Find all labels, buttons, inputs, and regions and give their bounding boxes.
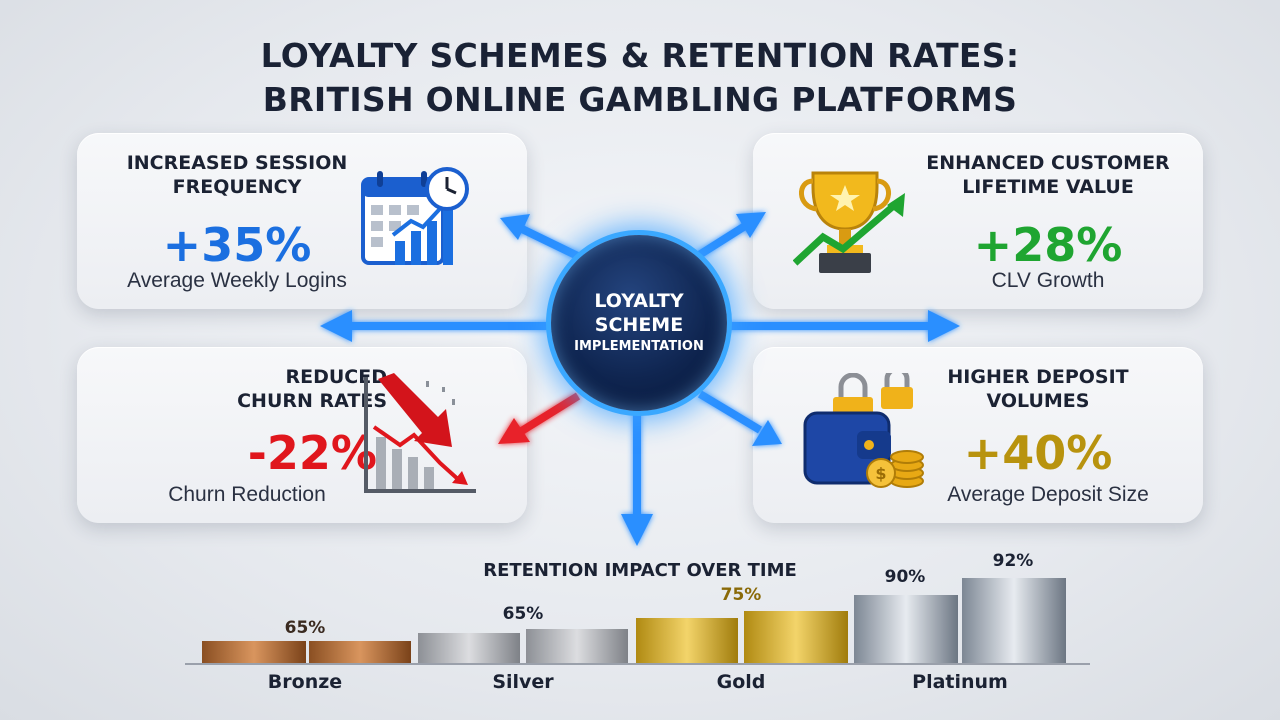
arrow-right xyxy=(727,310,960,342)
card-deposit-subtitle: Average Deposit Size xyxy=(947,483,1149,506)
hub-line-3: IMPLEMENTATION xyxy=(574,339,704,354)
card-session-frequency: INCREASED SESSION FREQUENCY +35% Average… xyxy=(77,133,527,309)
bar-value-label: 65% xyxy=(284,618,326,638)
title-line-2: BRITISH ONLINE GAMBLING PLATFORMS xyxy=(262,80,1018,119)
card-deposit-head-1: HIGHER DEPOSIT xyxy=(947,366,1129,388)
card-churn-subtitle: Churn Reduction xyxy=(168,483,326,506)
bar-platinum-1 xyxy=(854,595,958,663)
declining-chart-icon xyxy=(360,373,480,502)
bar-gold-2 xyxy=(744,611,848,663)
card-clv-head-2: LIFETIME VALUE xyxy=(962,176,1134,198)
tier-label-bronze: Bronze xyxy=(267,671,343,693)
chart-title: RETENTION IMPACT OVER TIME xyxy=(483,560,797,581)
arrow-to-deposit xyxy=(697,390,782,446)
svg-text:$: $ xyxy=(875,464,886,483)
bar-platinum-2 xyxy=(962,578,1066,663)
trophy-icon xyxy=(792,167,923,284)
arrow-to-churn xyxy=(498,392,581,444)
card-deposit-heading: HIGHER DEPOSIT VOLUMES xyxy=(903,365,1173,413)
card-churn-head-2: CHURN RATES xyxy=(237,390,387,412)
bar-bronze-2 xyxy=(309,641,411,663)
card-deposit-volumes: HIGHER DEPOSIT VOLUMES +40% Average Depo… xyxy=(753,347,1203,523)
card-deposit-head-2: VOLUMES xyxy=(986,390,1090,412)
card-clv-subtitle: CLV Growth xyxy=(991,269,1105,292)
arrow-to-session xyxy=(500,214,592,266)
tier-label-silver: Silver xyxy=(492,671,554,693)
bar-value-label: 65% xyxy=(502,604,544,624)
title-line-1: LOYALTY SCHEMES & RETENTION RATES: xyxy=(260,36,1020,75)
arrow-to-clv xyxy=(685,212,766,266)
hub-line-1: LOYALTY xyxy=(594,290,684,312)
tier-label-platinum: Platinum xyxy=(912,671,1008,693)
bar-silver-2 xyxy=(526,629,628,663)
card-clv-heading: ENHANCED CUSTOMER LIFETIME VALUE xyxy=(903,151,1193,199)
card-churn-rates: REDUCED CHURN RATES -22% Churn Reduction xyxy=(77,347,527,523)
card-churn-value: -22% xyxy=(247,426,377,480)
bar-value-label: 75% xyxy=(720,585,762,605)
arrow-down xyxy=(621,410,653,546)
card-session-head-2: FREQUENCY xyxy=(172,176,302,198)
card-clv-value: +28% xyxy=(973,218,1123,272)
page-title: LOYALTY SCHEMES & RETENTION RATES: BRITI… xyxy=(0,34,1280,122)
card-session-value: +35% xyxy=(162,218,312,272)
tier-label-gold: Gold xyxy=(716,671,766,693)
arrow-left xyxy=(320,310,552,342)
card-customer-lifetime-value: ENHANCED CUSTOMER LIFETIME VALUE +28% CL… xyxy=(753,133,1203,309)
card-session-subtitle: Average Weekly Logins xyxy=(127,269,347,292)
bar-value-label: 92% xyxy=(992,551,1034,571)
card-session-head-1: INCREASED SESSION xyxy=(126,152,348,174)
bar-silver-1 xyxy=(418,633,520,663)
wallet-coins-icon: $ xyxy=(799,366,929,502)
calendar-chart-icon xyxy=(359,165,471,282)
bar-bronze-1 xyxy=(202,641,306,663)
bar-gold-1 xyxy=(636,618,738,663)
hub-line-2: SCHEME xyxy=(594,314,684,336)
card-clv-head-1: ENHANCED CUSTOMER xyxy=(926,152,1170,174)
chart-baseline xyxy=(185,663,1090,665)
card-deposit-value: +40% xyxy=(963,426,1113,480)
card-churn-heading: REDUCED CHURN RATES xyxy=(107,365,387,413)
bar-value-label: 90% xyxy=(884,567,926,587)
card-session-heading: INCREASED SESSION FREQUENCY xyxy=(97,151,377,199)
hub-loyalty-scheme: LOYALTY SCHEME IMPLEMENTATION xyxy=(551,235,727,411)
card-churn-head-1: REDUCED xyxy=(285,366,387,388)
